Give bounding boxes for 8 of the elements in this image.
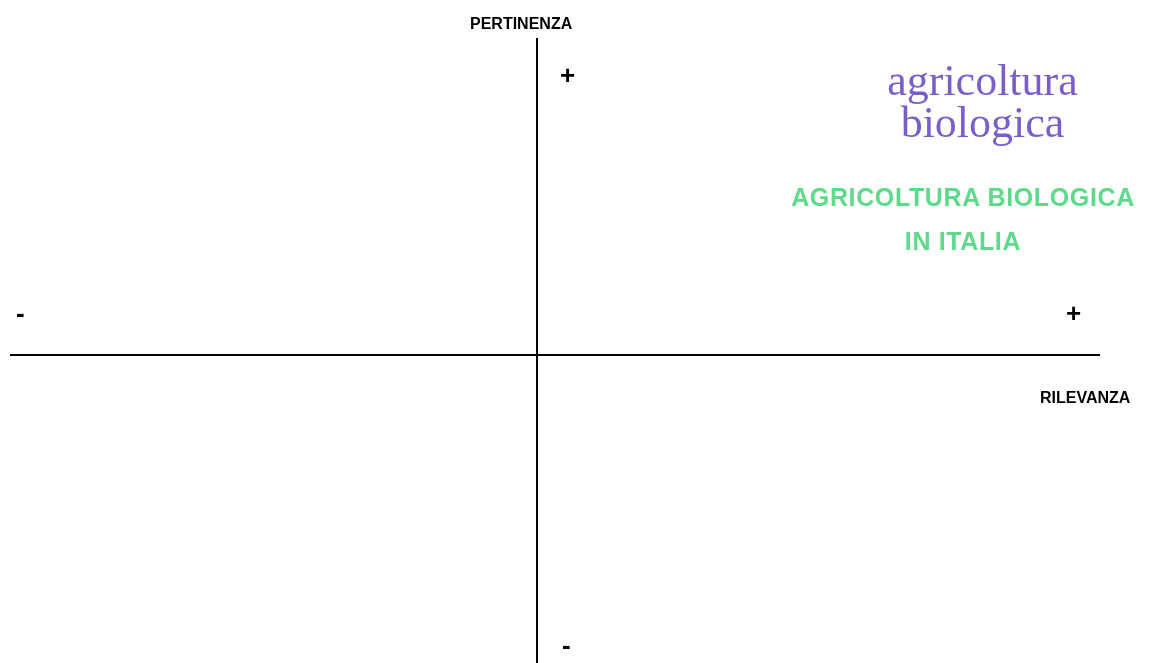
plus-sign: + [1066,300,1082,326]
axis-title: PERTINENZA [470,14,573,34]
minus-sign: - [16,300,25,326]
map-item: AGRICOLTURA BIOLOGICA IN ITALIA [790,182,1136,257]
map-item: agricoltura biologica [886,60,1079,144]
minus-sign: - [562,632,571,658]
axis-title: RILEVANZA [1040,388,1131,408]
plus-sign: + [560,62,576,88]
